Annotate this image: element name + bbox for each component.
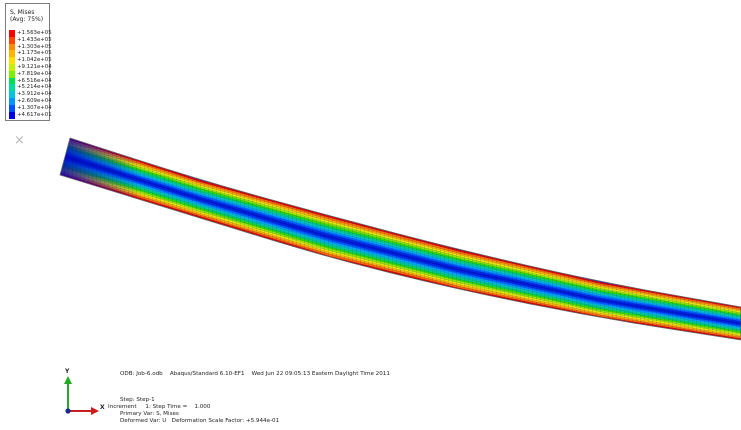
legend-swatch (9, 111, 15, 119)
legend-entry: +1.173e+05 (9, 50, 52, 58)
legend-swatch (9, 57, 15, 65)
legend-swatch (9, 36, 15, 44)
legend-label: +1.307e+04 (17, 104, 52, 111)
legend-entry: +1.433e+05 (9, 36, 52, 44)
stress-band (68, 141, 741, 312)
legend-label: +1.303e+05 (17, 43, 52, 50)
stress-band (68, 142, 741, 313)
legend-label: +9.121e+04 (17, 64, 52, 70)
deformed-var-line: Deformed Var: U Deformation Scale Factor… (120, 418, 280, 424)
legend-entry: +5.214e+04 (9, 84, 52, 92)
legend-swatch (9, 104, 15, 112)
legend-label: +1.173e+05 (17, 50, 52, 57)
legend-entry: +7.819e+04 (9, 70, 52, 78)
legend-entry: +1.563e+05 (9, 30, 52, 37)
x-axis-label: X (100, 404, 105, 411)
odb-info-line: ODB: Job-6.odb Abaqus/Standard 6.10-EF1 … (120, 371, 390, 377)
legend-swatch (9, 84, 15, 92)
legend-swatch (9, 43, 15, 51)
legend-swatch (9, 30, 15, 37)
legend-entry: +1.042e+05 (9, 57, 52, 65)
legend-label: +2.609e+04 (17, 98, 52, 104)
increment-info-line: Increment 1: Step Time = 1.000 (108, 404, 211, 410)
legend-entry: +1.303e+05 (9, 43, 52, 51)
legend-subtitle: (Avg: 75%) (10, 16, 44, 23)
legend-panel: S, Mises (Avg: 75%) +1.563e+05+1.433e+05… (5, 3, 52, 121)
legend-swatch (9, 77, 15, 85)
coordinate-triad: Y X (55, 367, 107, 419)
z-axis-dot-icon (65, 408, 71, 414)
legend-entry: +3.912e+04 (9, 91, 52, 99)
legend-entry: +4.617e+01 (9, 111, 52, 119)
view-origin-marker-icon: × (14, 133, 25, 148)
legend-swatch (9, 50, 15, 58)
legend-swatch (9, 64, 15, 71)
step-info-line: Step: Step-1 (120, 397, 155, 403)
legend-label: +6.516e+04 (17, 77, 52, 84)
legend-label: +1.563e+05 (17, 30, 52, 36)
legend-entry: +1.307e+04 (9, 104, 52, 112)
legend-title: S, Mises (10, 9, 35, 16)
legend-label: +7.819e+04 (17, 70, 52, 77)
legend-entry: +2.609e+04 (9, 98, 52, 105)
legend-label: +3.912e+04 (17, 91, 52, 98)
legend-label: +1.042e+05 (17, 57, 52, 64)
primary-var-line: Primary Var: S, Mises (120, 411, 179, 417)
legend-swatch (9, 91, 15, 99)
legend-swatch (9, 70, 15, 78)
stress-band (69, 138, 741, 309)
legend-swatch (9, 98, 15, 105)
legend-entry: +6.516e+04 (9, 77, 52, 85)
y-axis-label: Y (65, 368, 70, 375)
legend-entry: +9.121e+04 (9, 64, 52, 71)
legend-label: +4.617e+01 (17, 111, 52, 118)
legend-label: +5.214e+04 (17, 84, 52, 91)
legend-label: +1.433e+05 (17, 36, 52, 43)
stress-band (69, 139, 741, 310)
